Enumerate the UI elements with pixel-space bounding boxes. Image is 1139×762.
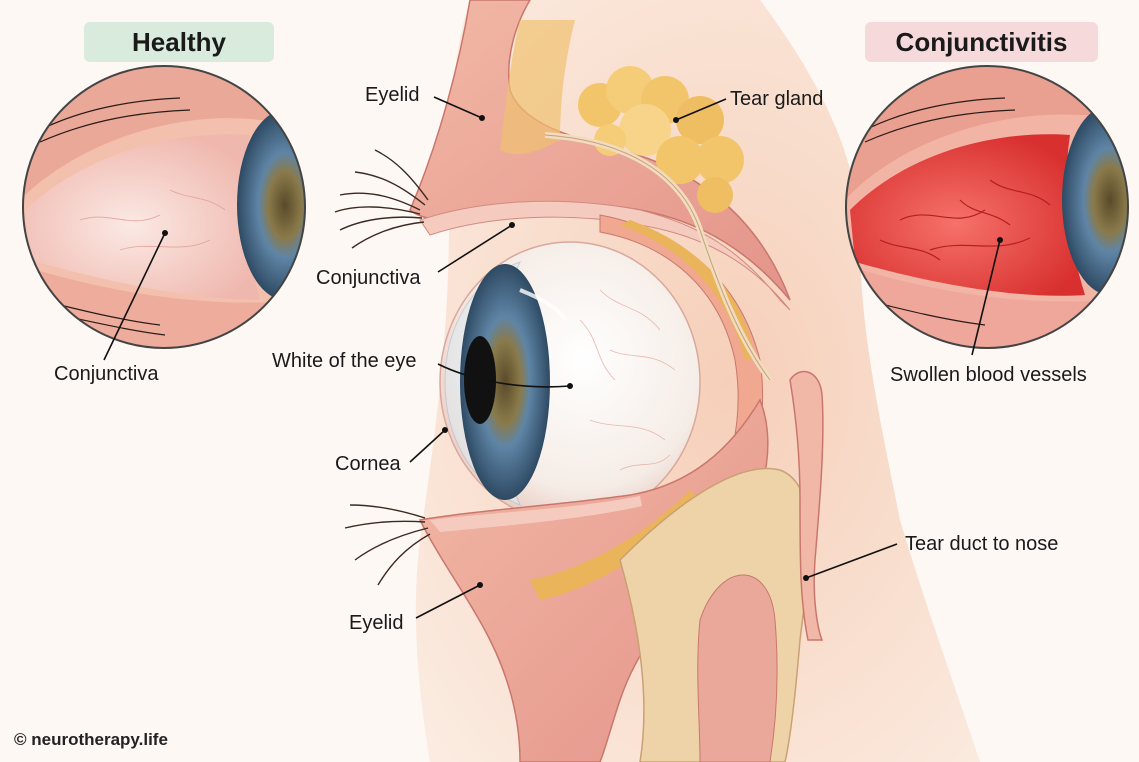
label-white-of-eye: White of the eye (272, 350, 417, 372)
conjunctivitis-title: Conjunctivitis (865, 22, 1098, 62)
upper-eyelashes (334, 149, 429, 249)
label-swollen-vessels: Swollen blood vessels (890, 364, 1087, 386)
label-eyelid-bottom: Eyelid (349, 612, 404, 634)
lower-conjunctiva-layer (430, 496, 642, 532)
label-tear-duct: Tear duct to nose (905, 533, 1059, 555)
lower-eyelashes (344, 504, 431, 586)
orbit-fat (620, 220, 755, 360)
leader-lines (103, 96, 1001, 619)
copyright-watermark: © neurotherapy.life (14, 730, 168, 749)
label-conjunctiva: Conjunctiva (316, 267, 421, 289)
sclera-veins (579, 289, 676, 471)
upper-lid-fat (500, 20, 575, 155)
lower-lid-fat (530, 490, 700, 600)
label-eyelid-top: Eyelid (365, 84, 420, 106)
label-cornea: Cornea (335, 453, 401, 475)
pupil (464, 336, 496, 424)
upper-conjunctiva-layer (419, 200, 791, 311)
label-tear-gland: Tear gland (730, 88, 824, 110)
lacrimal-sac (789, 370, 824, 641)
healthy-title: Healthy (84, 22, 274, 62)
label-healthy-conjunctiva: Conjunctiva (54, 363, 159, 385)
cornea-highlight (519, 288, 567, 322)
sinus-cavity (697, 574, 778, 762)
iris (460, 264, 550, 500)
leader-dots (162, 115, 1003, 588)
